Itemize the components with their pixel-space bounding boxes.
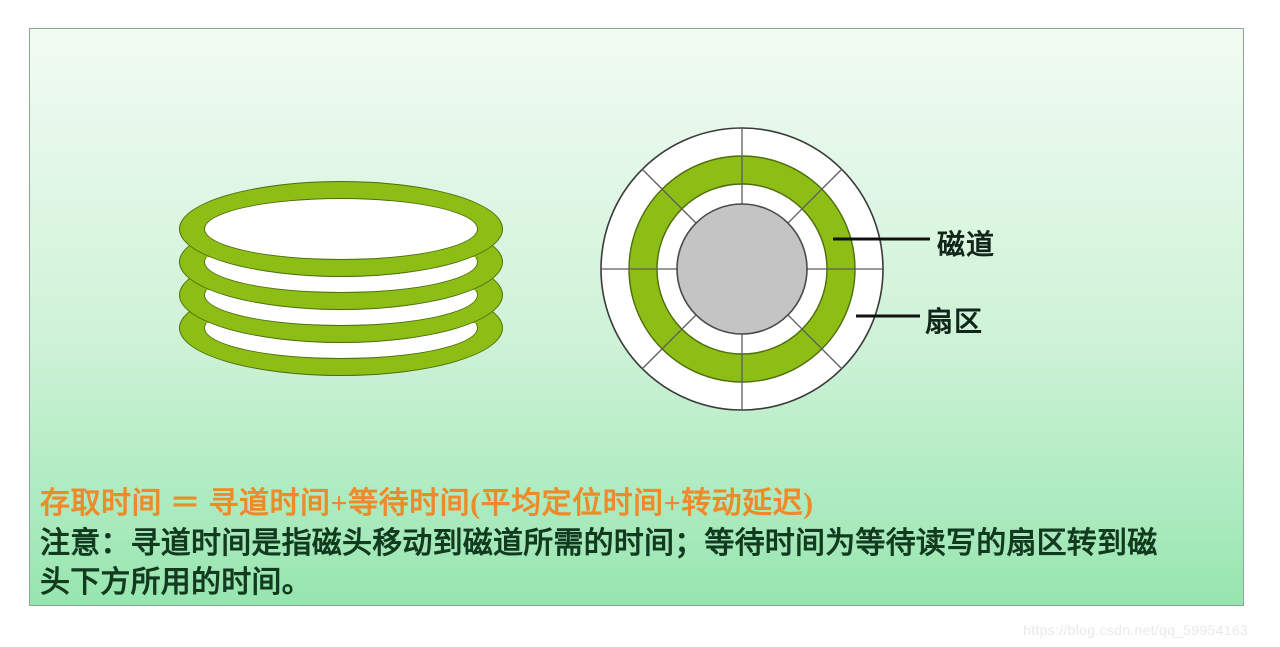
csdn-watermark: https://blog.csdn.net/qq_59954163 [1023, 622, 1248, 638]
platter-top [179, 181, 503, 277]
spindle-hub-circle [676, 203, 808, 335]
disk-surface-svg [600, 127, 884, 411]
track-sector-diagram [600, 127, 884, 411]
platter-face [204, 197, 478, 260]
caption-block: 存取时间 ＝ 寻道时间+等待时间(平均定位时间+转动延迟) 注意：寻道时间是指磁… [40, 484, 1235, 603]
label-sector: 扇区 [925, 306, 984, 337]
note-line-2: 头下方所用的时间。 [40, 566, 312, 600]
slide-frame: 磁道 扇区 存取时间 ＝ 寻道时间+等待时间(平均定位时间+转动延迟) 注意：寻… [29, 28, 1244, 606]
note-line-1: 注意：寻道时间是指磁头移动到磁道所需的时间；等待时间为等待读写的扇区转到磁 [40, 526, 1158, 560]
disk-platter-stack [179, 181, 519, 381]
access-time-formula: 存取时间 ＝ 寻道时间+等待时间(平均定位时间+转动延迟) [40, 487, 814, 520]
label-track: 磁道 [937, 229, 996, 260]
